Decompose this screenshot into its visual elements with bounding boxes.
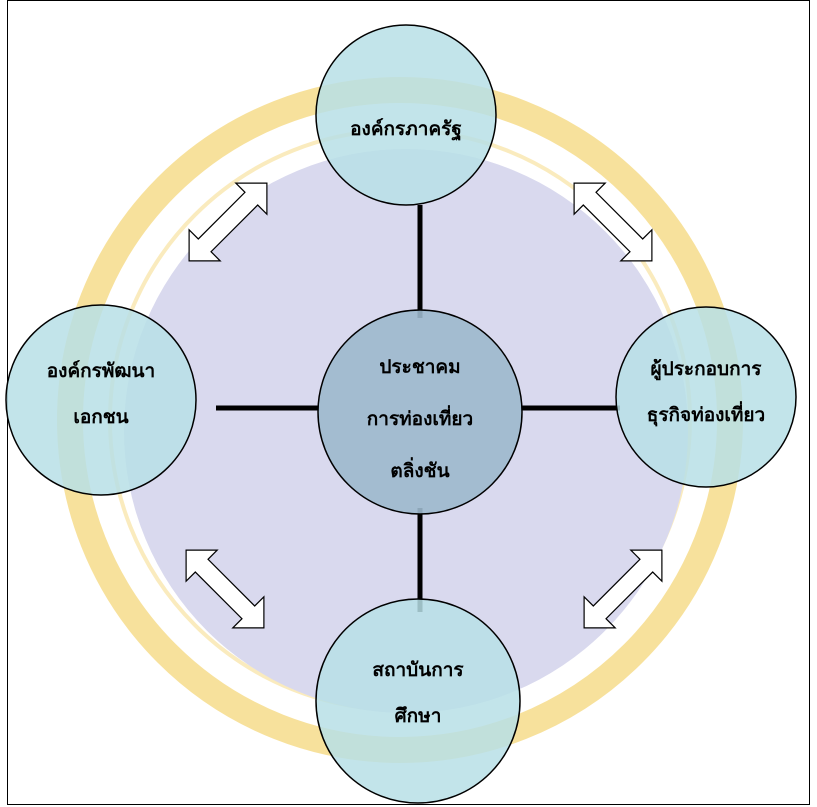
double-arrow-bottom-right: [583, 549, 663, 629]
node-center-label-line2: การท่องเที่ยว: [367, 405, 473, 430]
node-left-label-line2: เอกชน: [73, 406, 128, 428]
node-top-label: องค์กรภาครัฐ: [350, 118, 462, 142]
node-center-label-line3: ตลิ่งชัน: [390, 457, 449, 482]
double-arrow-top-right: [573, 182, 653, 262]
node-bottom-label-line1: สถาบันการ: [372, 659, 464, 681]
double-arrow-top-left: [188, 182, 268, 262]
node-left-circle: [5, 304, 197, 496]
node-left-label-line1: องค์กรพัฒนา: [47, 360, 155, 382]
node-bottom-circle: [315, 598, 521, 804]
node-center-label-line1: ประชาคม: [379, 356, 460, 378]
node-right-label-line2: ธุรกิจท่องเที่ยว: [647, 401, 765, 427]
node-top-circle: [315, 24, 497, 206]
node-right-label-line1: ผู้ประกอบการ: [651, 358, 763, 381]
node-right-circle: [615, 306, 797, 488]
node-bottom-label-line2: ศึกษา: [395, 705, 442, 727]
node-center-circle: [317, 309, 523, 515]
double-arrow-bottom-left: [185, 549, 265, 629]
